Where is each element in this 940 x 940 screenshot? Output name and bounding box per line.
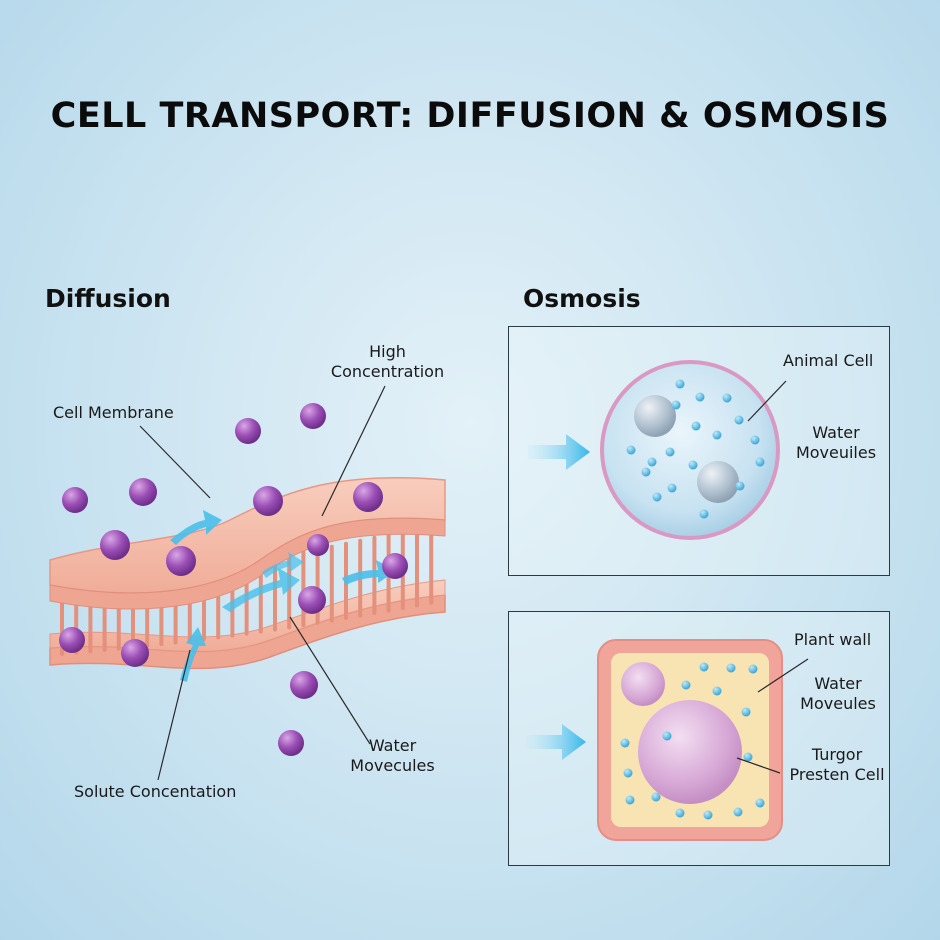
water-molecule — [626, 445, 636, 455]
label-line: High — [369, 342, 406, 361]
label-line: Moveuiles — [795, 443, 877, 462]
water-molecule — [695, 392, 705, 402]
water-molecule — [703, 810, 713, 820]
solute-molecule — [100, 530, 130, 560]
water-molecule — [671, 400, 681, 410]
water-molecule — [726, 663, 736, 673]
water-inflow-arrow-icon — [528, 434, 590, 470]
water-molecule — [741, 707, 751, 717]
label-line: Presten Cell — [789, 765, 885, 784]
water-molecule — [722, 393, 732, 403]
water-molecule — [748, 664, 758, 674]
water-molecule — [699, 662, 709, 672]
water-molecule — [688, 460, 698, 470]
water-molecule — [755, 798, 765, 808]
solute-molecule — [166, 546, 196, 576]
solute-molecule — [278, 730, 304, 756]
high-concentration-label: High Concentration — [320, 342, 455, 382]
solute-molecule — [62, 487, 88, 513]
solute-molecule — [121, 639, 149, 667]
solute-molecule — [290, 671, 318, 699]
water-inflow-arrow-icon — [526, 724, 586, 760]
water-molecule — [675, 379, 685, 389]
animal-cell-illustration — [528, 360, 787, 540]
animal-cell-label: Animal Cell — [783, 351, 874, 370]
turgor-pressure-label: Turgor Presten Cell — [783, 745, 891, 785]
organelle — [634, 395, 676, 437]
water-molecule — [681, 680, 691, 690]
diffusion-heading: Diffusion — [45, 284, 171, 313]
water-molecule — [755, 457, 765, 467]
page-title: CELL TRANSPORT: DIFFUSION & OSMOSIS — [50, 96, 890, 136]
water-molecule — [662, 731, 672, 741]
arrow-icon — [180, 627, 206, 682]
label-line: Movecules — [350, 756, 435, 775]
osmosis-heading: Osmosis — [523, 284, 641, 313]
solute-concentration-label: Solute Concentation — [74, 782, 237, 801]
water-molecule — [712, 686, 722, 696]
label-line: Water — [368, 736, 417, 755]
water-molecule — [641, 467, 651, 477]
solute-molecule — [353, 482, 383, 512]
water-molecule — [750, 435, 760, 445]
water-molecule — [651, 792, 661, 802]
central-vacuole — [638, 700, 742, 804]
solute-molecule — [307, 534, 329, 556]
water-molecule — [733, 807, 743, 817]
solute-molecule — [300, 403, 326, 429]
solute-molecule — [129, 478, 157, 506]
label-line: Water — [814, 674, 862, 693]
water-molecule — [647, 457, 657, 467]
organelle — [697, 461, 739, 503]
water-molecule — [623, 768, 633, 778]
plant-wall-label: Plant wall — [794, 630, 872, 649]
label-line: Concentration — [330, 362, 445, 381]
solute-molecules — [59, 403, 408, 756]
solute-molecule — [298, 586, 326, 614]
plant-cell-illustration — [526, 639, 809, 841]
arrow-icon — [222, 568, 300, 612]
solute-molecule — [382, 553, 408, 579]
diffusion-leader-lines — [139, 385, 386, 781]
water-molecules — [620, 662, 765, 820]
diffusion-arrows — [170, 510, 396, 682]
water-molecule — [652, 492, 662, 502]
water-molecule — [735, 481, 745, 491]
animal-water-molecules-label: Water Moveuiles — [790, 423, 882, 463]
cell-membrane-label: Cell Membrane — [53, 403, 174, 422]
arrow-icon — [262, 552, 304, 578]
water-molecule — [667, 483, 677, 493]
water-molecule — [699, 509, 709, 519]
water-molecule — [691, 421, 701, 431]
water-molecule — [712, 430, 722, 440]
solute-molecule — [235, 418, 261, 444]
water-molecule — [743, 752, 753, 762]
water-molecules — [626, 379, 765, 519]
label-line: Turgor — [811, 745, 863, 764]
water-molecule — [625, 795, 635, 805]
water-molecule — [620, 738, 630, 748]
solute-molecule — [253, 486, 283, 516]
arrow-icon — [170, 510, 222, 545]
water-molecule — [734, 415, 744, 425]
plant-water-molecules-label: Water Moveules — [792, 674, 884, 714]
solute-molecule — [59, 627, 85, 653]
water-molecule — [665, 447, 675, 457]
label-line: Water — [812, 423, 860, 442]
label-line: Moveules — [800, 694, 876, 713]
water-molecule — [675, 808, 685, 818]
water-molecules-label: Water Movecules — [330, 736, 455, 776]
organelle — [621, 662, 665, 706]
